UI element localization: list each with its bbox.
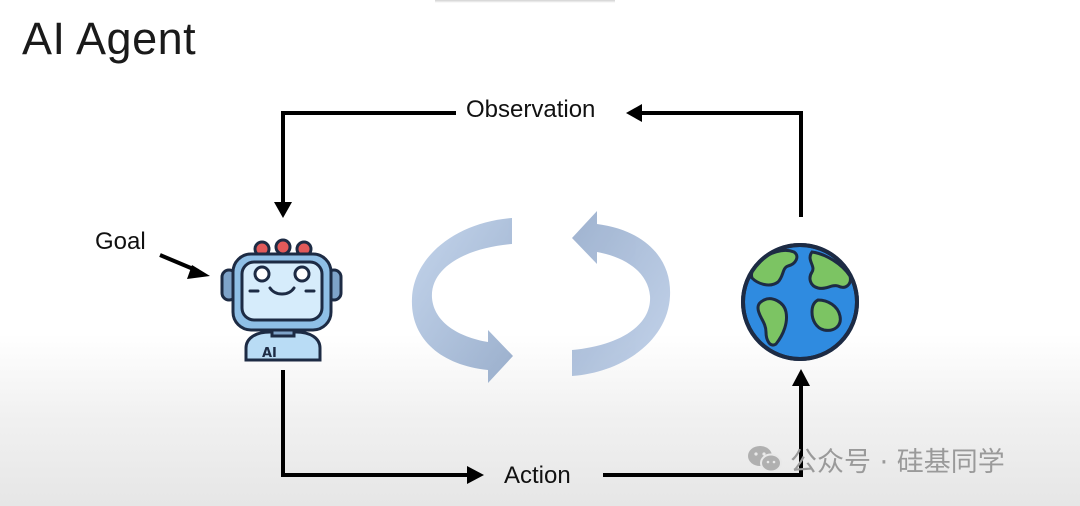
watermark-text: 公众号 · 硅基同学 xyxy=(790,447,1005,478)
watermark: 公众号 · 硅基同学 xyxy=(748,440,1005,479)
slide-title: AI Agent xyxy=(22,13,197,64)
cycle-icon xyxy=(411,211,671,383)
action-arrowhead-mid xyxy=(467,466,484,484)
observation-label: Observation xyxy=(458,96,604,124)
wechat-icon xyxy=(748,446,782,473)
cycle-arrow-right xyxy=(572,211,671,376)
observation-line-left xyxy=(281,111,456,205)
action-label: Action xyxy=(504,462,571,489)
action-line-right xyxy=(603,383,803,477)
globe-icon xyxy=(741,243,859,361)
action-line-left xyxy=(281,370,470,477)
goal-arrowhead xyxy=(187,265,210,279)
cycle-arrow-left xyxy=(411,218,513,383)
action-edge xyxy=(281,370,803,477)
action-arrowhead-globe xyxy=(792,369,810,386)
observation-arrowhead-agent xyxy=(274,202,292,218)
window-top-shadow xyxy=(435,0,615,3)
goal-label: Goal xyxy=(95,228,146,255)
observation-arrowhead-mid xyxy=(626,104,642,122)
observation-edge xyxy=(281,111,803,217)
robot-icon: AI xyxy=(220,238,343,362)
observation-line-right xyxy=(630,111,803,217)
robot-badge-label: AI xyxy=(262,346,277,361)
